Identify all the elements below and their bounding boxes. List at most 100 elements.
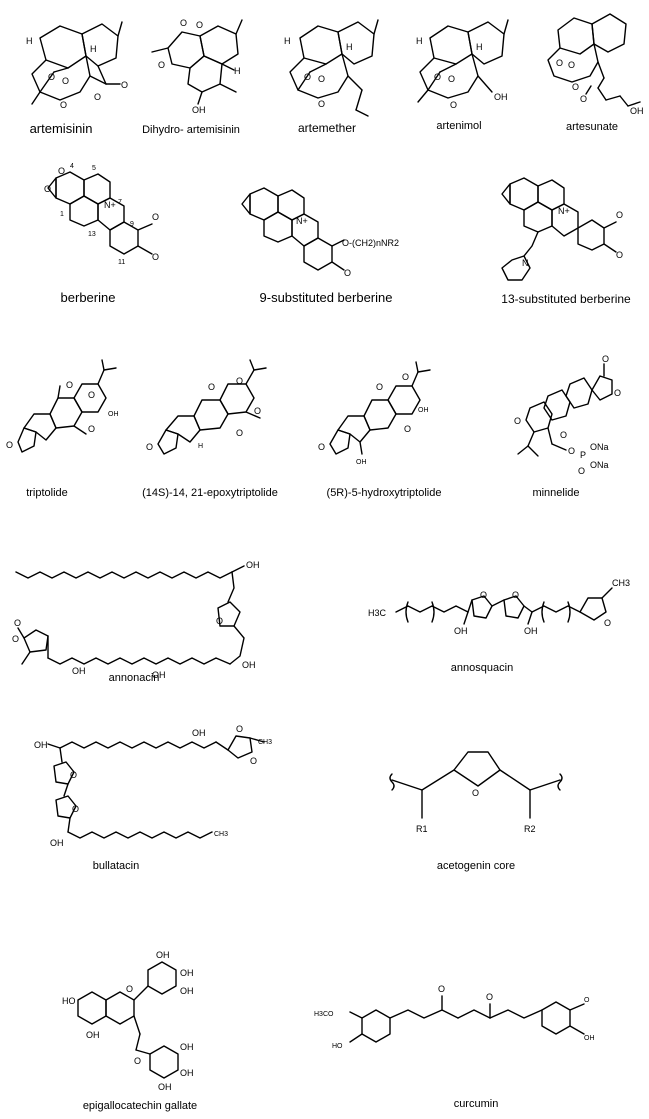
o-atom: O bbox=[304, 72, 311, 82]
compound-label-annonacin: annonacin bbox=[108, 672, 160, 684]
compound-label-triptolide: triptolide bbox=[26, 487, 68, 499]
compound-label-annosquacin: annosquacin bbox=[450, 662, 514, 674]
oh-group: OH bbox=[192, 728, 206, 738]
annosquacin-structure: H3C O O OH OH O CH3 bbox=[368, 578, 630, 636]
oh-group: OH bbox=[50, 838, 64, 848]
ona-group: ONa bbox=[590, 460, 609, 470]
h-atom: H bbox=[198, 443, 203, 450]
o-atom: O bbox=[236, 376, 243, 386]
o-atom: O bbox=[94, 92, 101, 102]
o-atom: O bbox=[344, 268, 351, 278]
o-atom: O bbox=[72, 804, 79, 814]
o-atom: O bbox=[438, 984, 445, 994]
o-atom: O bbox=[568, 446, 575, 456]
o-atom: O bbox=[580, 94, 587, 104]
9-substituted-berberine-structure: N+ O-(CH2)nNR2 O bbox=[232, 178, 399, 278]
compound-label-dihydroartemisinin: Dihydro- artemisinin bbox=[142, 124, 240, 136]
o-atom: O bbox=[616, 250, 623, 260]
o-atom: O bbox=[62, 76, 69, 86]
curcumin-structure: H3CO HO O O O OH bbox=[314, 984, 595, 1050]
oh-group: OH bbox=[180, 986, 194, 996]
o-atom: O bbox=[134, 1056, 141, 1066]
o-atom: O bbox=[152, 212, 159, 222]
h-atom: H bbox=[26, 36, 33, 46]
o-atom: O bbox=[70, 770, 77, 780]
compound-label-13-substituted-berberine: 13-substituted berberine bbox=[501, 292, 631, 306]
o-atom: O bbox=[216, 616, 223, 626]
artesunate-structure: O O O O OH bbox=[536, 2, 644, 116]
compound-label-epigallocatechin-gallate: epigallocatechin gallate bbox=[82, 1100, 198, 1112]
o-atom: O bbox=[196, 20, 203, 30]
n-plus-atom: N+ bbox=[104, 200, 116, 210]
o-atom: O bbox=[126, 984, 133, 994]
o-atom: O bbox=[236, 428, 243, 438]
position-5: 5 bbox=[92, 165, 96, 172]
o-atom: O bbox=[512, 590, 519, 600]
artemisinin-structure: H H O O O O O bbox=[26, 8, 128, 110]
ho-group: HO bbox=[62, 996, 76, 1006]
o-atom: O bbox=[514, 416, 521, 426]
ch3-group: CH3 bbox=[612, 578, 630, 588]
oh-group: OH bbox=[108, 411, 119, 418]
oh-group: OH bbox=[630, 106, 644, 116]
o-atom: O bbox=[208, 382, 215, 392]
artenimol-structure: H H O O O OH bbox=[416, 8, 516, 110]
r1-group: R1 bbox=[416, 824, 428, 834]
oh-group: OH bbox=[180, 1042, 194, 1052]
o-atom: O bbox=[254, 406, 261, 416]
o-atom: O bbox=[152, 252, 159, 262]
o-atom: O bbox=[448, 74, 455, 84]
o-atom: O bbox=[236, 724, 243, 734]
epoxytriptolide-structure: O O O O O H bbox=[146, 356, 276, 472]
position-9: 9 bbox=[130, 221, 134, 228]
h3c-group: H3C bbox=[368, 608, 387, 618]
o-atom: O bbox=[578, 466, 585, 476]
oh-group: OH bbox=[454, 626, 468, 636]
o-atom: O bbox=[434, 72, 441, 82]
o-atom: O bbox=[318, 99, 325, 109]
o-atom: O bbox=[60, 100, 67, 110]
o-atom: O bbox=[614, 388, 621, 398]
o-atom: O bbox=[560, 430, 567, 440]
substituent-chain: O-(CH2)nNR2 bbox=[342, 238, 399, 248]
n-atom: N bbox=[522, 258, 529, 268]
o-atom: O bbox=[404, 424, 411, 434]
h-atom: H bbox=[90, 44, 97, 54]
o-atom: O bbox=[376, 382, 383, 392]
oh-group: OH bbox=[246, 560, 260, 570]
o-atom: O bbox=[146, 442, 153, 452]
o-atom: O bbox=[616, 210, 623, 220]
h-atom: H bbox=[416, 36, 423, 46]
o-atom: O bbox=[318, 442, 325, 452]
o-atom: O bbox=[480, 590, 487, 600]
o-atom: O bbox=[58, 166, 65, 176]
compound-label-9-substituted-berberine: 9-substituted berberine bbox=[259, 290, 393, 305]
o-atom: O bbox=[6, 440, 13, 450]
o-atom: O bbox=[14, 618, 21, 628]
ho-group: HO bbox=[332, 1043, 343, 1050]
annonacin-structure: OH O OH OH OH O O bbox=[12, 560, 260, 680]
compound-label-artenimol: artenimol bbox=[436, 120, 482, 132]
oh-group: OH bbox=[158, 1082, 172, 1092]
ch3-group: CH3 bbox=[214, 831, 228, 838]
dihydroartemisinin-structure: O O O H OH bbox=[138, 18, 248, 115]
h-atom: H bbox=[284, 36, 291, 46]
h-atom: H bbox=[476, 42, 483, 52]
compound-label-berberine: berberine bbox=[60, 290, 116, 305]
p-atom: P bbox=[580, 450, 586, 460]
o-atom: O bbox=[584, 997, 590, 1004]
o-atom: O bbox=[472, 788, 479, 798]
o-atom: O bbox=[572, 82, 579, 92]
compound-label-acetogenin-core: acetogenin core bbox=[436, 860, 516, 872]
ch3-group: CH3 bbox=[258, 739, 272, 746]
berberine-structure: O O N+ 7 4 5 1 13 9 11 O O bbox=[44, 163, 159, 266]
o-atom: O bbox=[48, 72, 55, 82]
o-atom: O bbox=[88, 390, 95, 400]
oh-group: OH bbox=[418, 407, 429, 414]
n-plus-atom: N+ bbox=[558, 206, 570, 216]
o-atom: O bbox=[486, 992, 493, 1002]
oh-group: OH bbox=[152, 670, 166, 680]
n-plus-atom: N+ bbox=[296, 216, 308, 226]
triptolide-structure: O O O O OH bbox=[6, 356, 119, 472]
o-atom: O bbox=[180, 18, 187, 28]
